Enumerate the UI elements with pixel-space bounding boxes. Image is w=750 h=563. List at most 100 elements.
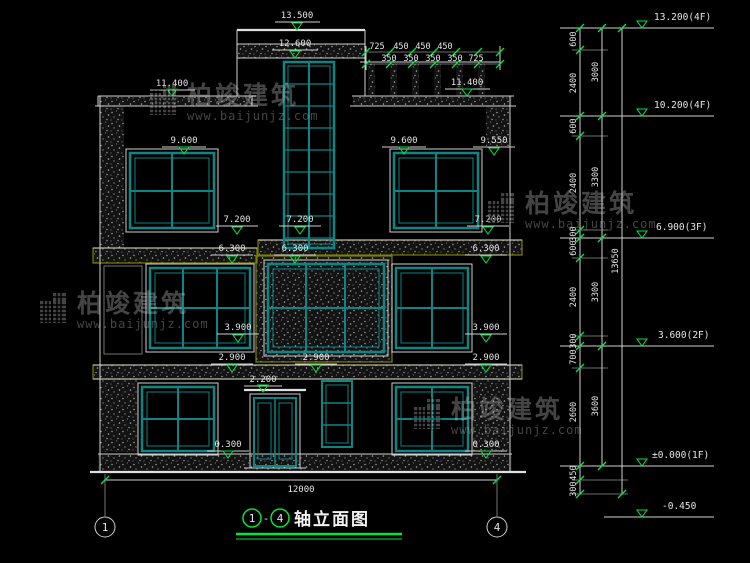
svg-text:3.900: 3.900 — [472, 323, 499, 333]
svg-text:6.900(3F): 6.900(3F) — [656, 222, 707, 233]
svg-text:6.300: 6.300 — [472, 244, 499, 254]
level-marker-2200: 2.200 — [244, 375, 282, 393]
window-3f-right — [389, 148, 483, 233]
svg-text:13.200(4F): 13.200(4F) — [654, 12, 711, 23]
level-marker-12600: 12.600 — [272, 39, 318, 59]
svg-text:350: 350 — [447, 54, 462, 64]
svg-text:350: 350 — [425, 54, 440, 64]
svg-text:10.200(4F): 10.200(4F) — [654, 100, 711, 111]
hatch-areas — [93, 44, 522, 472]
svg-text:300: 300 — [569, 481, 579, 496]
floor-marker-3f: 6.900(3F) — [636, 222, 707, 239]
svg-text:725: 725 — [369, 42, 384, 52]
level-marker-9600-left: 9.600 — [162, 136, 206, 155]
level-marker-11400-right: 11.400 — [445, 78, 490, 97]
window-1f-narrow — [321, 380, 353, 448]
svg-text:12000: 12000 — [287, 485, 314, 495]
level-marker-7200-right: 7.200 — [467, 215, 509, 235]
level-marker-13500: 13.500 — [275, 11, 320, 31]
svg-text:2.200: 2.200 — [249, 375, 276, 385]
svg-text:350: 350 — [403, 54, 418, 64]
floor-marker-4f: 10.200(4F) — [636, 100, 711, 117]
svg-text:450: 450 — [437, 42, 452, 52]
stair-tower-window — [282, 60, 336, 250]
svg-text:3300: 3300 — [591, 282, 601, 302]
right-dimension-chain: 600 2400 600 2400 300 600 2400 300 700 2… — [560, 23, 714, 518]
svg-text:9.600: 9.600 — [390, 136, 417, 146]
svg-text:300: 300 — [569, 333, 579, 348]
entry-door — [244, 388, 306, 469]
floor-marker-2f: 3.600(2F) — [636, 330, 709, 347]
svg-text:6.300: 6.300 — [218, 244, 245, 254]
svg-text:2600: 2600 — [569, 402, 579, 422]
level-marker-0300-left: 0.300 — [207, 440, 249, 459]
bottom-dimension: 12000 — [100, 474, 502, 516]
svg-text:11.400: 11.400 — [451, 78, 484, 88]
level-marker-11400-left: 11.400 — [150, 79, 195, 97]
svg-text:3000: 3000 — [591, 62, 601, 82]
svg-text:0.300: 0.300 — [472, 440, 499, 450]
svg-text:2400: 2400 — [569, 287, 579, 307]
window-1f-left — [137, 382, 219, 456]
svg-text:7.200: 7.200 — [474, 215, 501, 225]
svg-text:450: 450 — [393, 42, 408, 52]
svg-text:-: - — [263, 512, 270, 525]
svg-text:4: 4 — [494, 521, 501, 534]
drawing-title: 1 - 4 轴立面图 — [236, 508, 402, 540]
svg-text:11.400: 11.400 — [156, 79, 189, 89]
svg-text:450: 450 — [569, 465, 579, 480]
svg-text:450: 450 — [415, 42, 430, 52]
window-3f-left — [125, 148, 219, 233]
level-marker-9550: 9.550 — [473, 136, 515, 156]
svg-text:6.300: 6.300 — [281, 244, 308, 254]
level-marker-3900-left: 3.900 — [217, 323, 259, 343]
floor-marker-ground: -0.450 — [636, 501, 697, 518]
svg-text:7.200: 7.200 — [286, 215, 313, 225]
svg-text:3.600(2F): 3.600(2F) — [658, 330, 709, 341]
top-dimension-chain: 725 450 450 450 350 350 350 350 725 — [361, 42, 505, 69]
title-label: 轴立面图 — [294, 509, 370, 530]
axis-bubble-4: 4 — [486, 516, 508, 538]
svg-text:350: 350 — [381, 54, 396, 64]
svg-text:700: 700 — [569, 349, 579, 364]
level-marker-7200-center: 7.200 — [279, 215, 321, 235]
level-marker-2900-right: 2.900 — [465, 353, 507, 373]
level-marker-6300-center: 6.300 — [274, 244, 316, 264]
svg-text:9.550: 9.550 — [480, 136, 507, 146]
svg-text:3.900: 3.900 — [224, 323, 251, 333]
window-2f-left — [145, 263, 255, 353]
svg-text:2.900: 2.900 — [302, 353, 329, 363]
svg-text:4: 4 — [277, 512, 284, 525]
svg-text:0.300: 0.300 — [214, 440, 241, 450]
window-1f-right — [391, 382, 473, 456]
svg-text:1: 1 — [102, 521, 109, 534]
svg-text:2400: 2400 — [569, 173, 579, 193]
floor-marker-4f-roof: 13.200(4F) — [636, 12, 711, 29]
svg-text:600: 600 — [569, 118, 579, 133]
floor-marker-1f: ±0.000(1F) — [636, 450, 709, 467]
louver-panel-2f — [103, 265, 143, 355]
level-marker-9600-right: 9.600 — [382, 136, 426, 155]
svg-text:-0.450: -0.450 — [662, 501, 697, 512]
svg-text:300: 300 — [569, 226, 579, 241]
level-marker-2900-center: 2.900 — [295, 353, 337, 373]
svg-text:13.500: 13.500 — [281, 11, 314, 21]
svg-text:13650: 13650 — [611, 248, 621, 274]
structure-lines — [90, 28, 526, 474]
floor-elevation-markers: 13.200(4F) 10.200(4F) 6.900(3F) 3.600(2F… — [636, 12, 711, 518]
svg-text:7.200: 7.200 — [223, 215, 250, 225]
svg-text:2400: 2400 — [569, 73, 579, 93]
level-marker-6300-left: 6.300 — [211, 244, 253, 264]
svg-text:600: 600 — [569, 31, 579, 46]
svg-text:±0.000(1F): ±0.000(1F) — [652, 450, 709, 461]
level-marker-6300-right: 6.300 — [465, 244, 507, 264]
svg-text:12.600: 12.600 — [279, 39, 312, 49]
window-2f-center — [263, 259, 389, 357]
svg-text:725: 725 — [468, 54, 483, 64]
svg-text:600: 600 — [569, 240, 579, 255]
level-marker-2900-left: 2.900 — [211, 353, 253, 373]
svg-text:3300: 3300 — [591, 167, 601, 187]
svg-text:3600: 3600 — [591, 396, 601, 416]
level-marker-7200-left: 7.200 — [216, 215, 258, 235]
